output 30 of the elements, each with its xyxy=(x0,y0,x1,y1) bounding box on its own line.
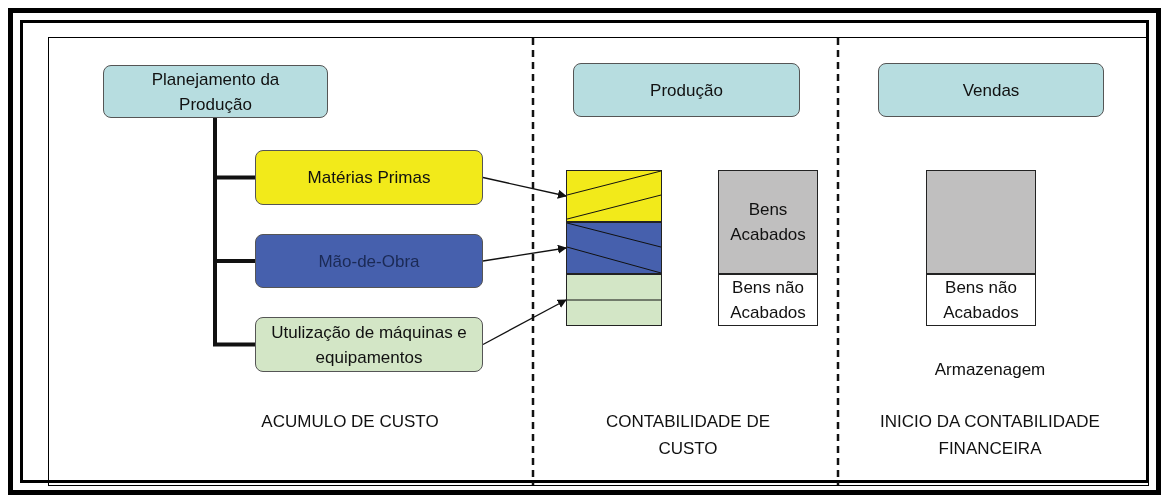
arrow xyxy=(482,244,567,262)
section-label: CONTABILIDADE DE CUSTO xyxy=(604,411,772,460)
process-box xyxy=(103,65,328,118)
node-text: Utulização de máquinas e equipamentos xyxy=(270,321,468,369)
arrow xyxy=(482,299,567,346)
section-label: Armazenagem xyxy=(933,359,1047,381)
node-text: Bens não Acabados xyxy=(942,277,1020,324)
inventory-box xyxy=(718,170,818,274)
cost-segment xyxy=(566,274,662,326)
stage-box xyxy=(878,63,1104,117)
cost-segment xyxy=(566,222,662,274)
node-text: Mão-de-Obra xyxy=(318,250,420,273)
process-box xyxy=(255,317,483,372)
inventory-box xyxy=(926,274,1036,326)
connector-line xyxy=(213,118,255,347)
node-text: Planejamento da Produção xyxy=(150,68,281,116)
section-label: ACUMULO DE CUSTO xyxy=(260,411,440,433)
section-label: INICIO DA CONTABILIDADE FINANCEIRA xyxy=(879,411,1101,460)
inventory-box xyxy=(926,170,1036,274)
process-box xyxy=(255,150,483,205)
node-text: Bens não Acabados xyxy=(729,277,807,324)
node-text: Bens Acabados xyxy=(729,199,807,246)
arrow xyxy=(482,176,567,199)
cost-segment xyxy=(566,170,662,222)
stage-box xyxy=(573,63,800,117)
node-text: Produção xyxy=(650,79,723,102)
node-text: Matérias Primas xyxy=(307,167,431,189)
inventory-box xyxy=(718,274,818,326)
node-text: Vendas xyxy=(962,79,1020,102)
process-box xyxy=(255,234,483,288)
